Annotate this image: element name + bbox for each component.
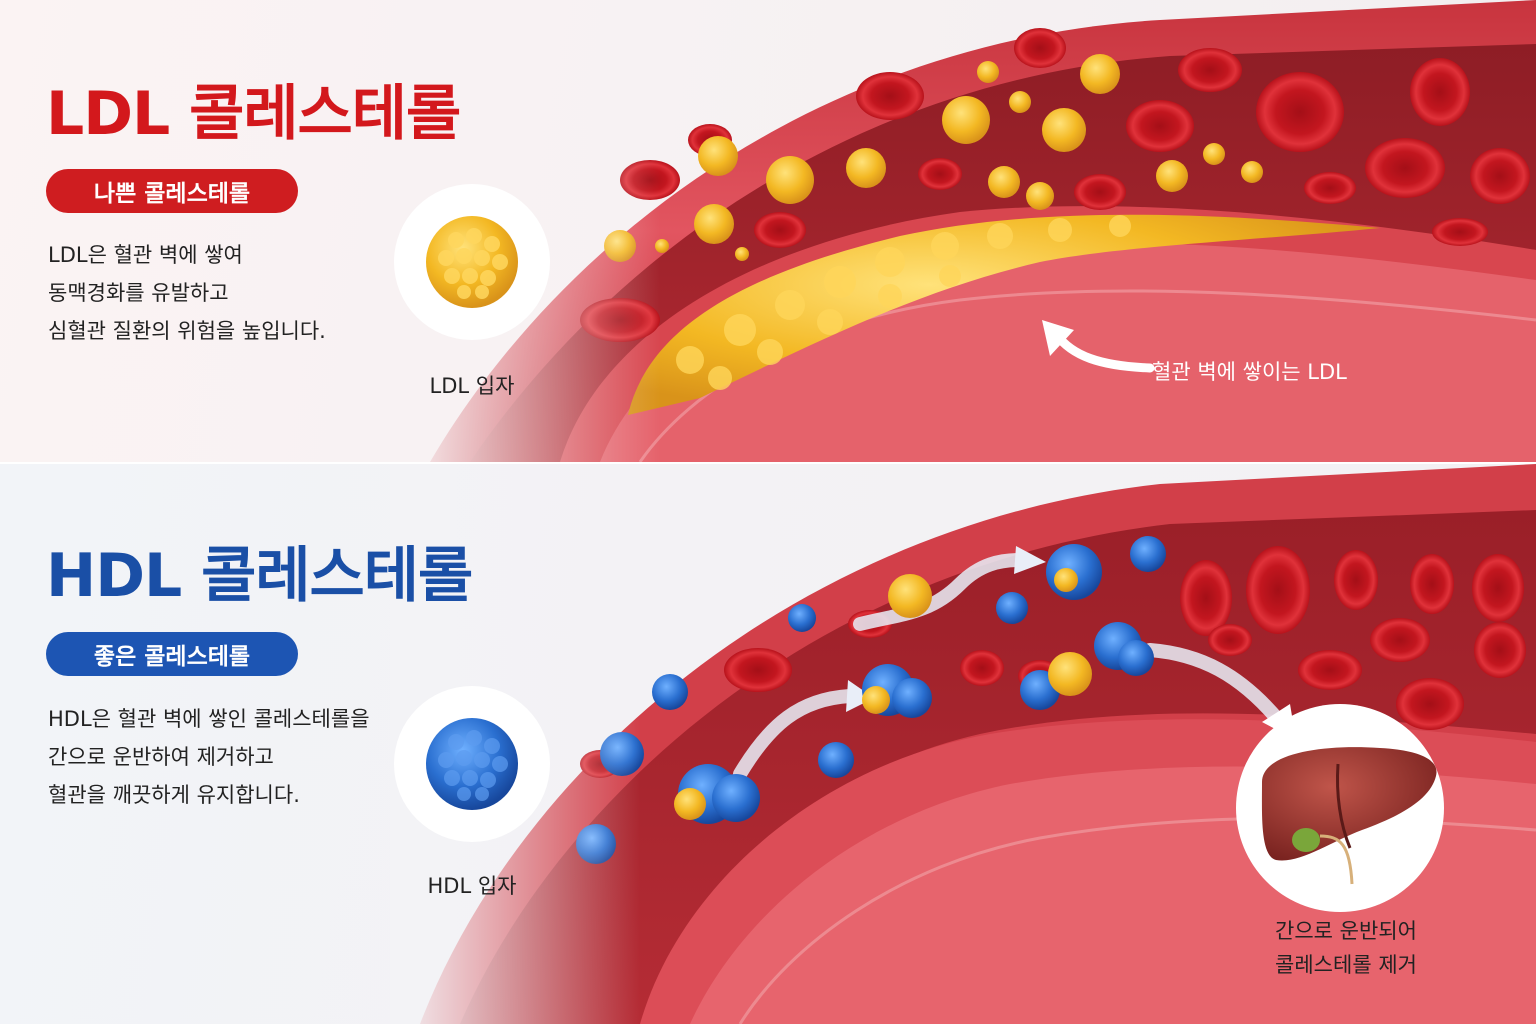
hdl-carrying-ldl-cluster [674,544,1154,824]
liver-label-line: 콜레스테롤 제거 [1275,953,1417,977]
hdl-particle-label: HDL 입자 [427,874,517,898]
ldl-bad-badge: 나쁜 콜레스테롤 [46,169,298,213]
ldl-badge-label: 나쁜 콜레스테롤 [93,181,251,207]
transport-arrows [733,553,1287,781]
liver-icon [1261,747,1437,885]
ldl-plaque [628,214,1380,415]
hdl-description-line: 간으로 운반하여 제거하고 [48,745,274,769]
hdl-title: HDL 콜레스테롤 [46,541,473,611]
hdl-description: HDL은 혈관 벽에 쌓인 콜레스테롤을 간으로 운반하여 제거하고 혈관을 깨… [48,700,370,814]
ldl-description-line: 동맥경화를 유발하고 [48,281,229,305]
liver-label: 간으로 운반되어 콜레스테롤 제거 [1275,914,1417,982]
liver-label-line: 간으로 운반되어 [1275,919,1417,943]
ldl-description-line: 심혈관 질환의 위험을 높입니다. [48,319,326,343]
ldl-panel: LDL 콜레스테롤 나쁜 콜레스테롤 LDL은 혈관 벽에 쌓여 동맥경화를 유… [0,0,1536,462]
ldl-description-line: LDL은 혈관 벽에 쌓여 [48,243,243,267]
ldl-title: LDL 콜레스테롤 [46,79,461,149]
ldl-particle-label: LDL 입자 [429,374,515,398]
hdl-description-line: HDL은 혈관 벽에 쌓인 콜레스테롤을 [48,707,370,731]
ldl-artery-illustration [394,0,1536,462]
panel-divider [0,462,1536,464]
hdl-panel: HDL 콜레스테롤 좋은 콜레스테롤 HDL은 혈관 벽에 쌓인 콜레스테롤을 … [0,464,1536,1024]
ldl-plaque-label: 혈관 벽에 쌓이는 LDL [1152,360,1347,384]
ldl-description: LDL은 혈관 벽에 쌓여 동맥경화를 유발하고 심혈관 질환의 위험을 높입니… [48,236,326,350]
ldl-particle-icon [426,216,518,308]
hdl-artery-illustration [390,464,1536,1024]
hdl-good-badge: 좋은 콜레스테롤 [46,632,298,676]
hdl-description-line: 혈관을 깨끗하게 유지합니다. [48,783,300,807]
hdl-badge-label: 좋은 콜레스테롤 [93,644,251,670]
hdl-particle-icon [426,718,518,810]
